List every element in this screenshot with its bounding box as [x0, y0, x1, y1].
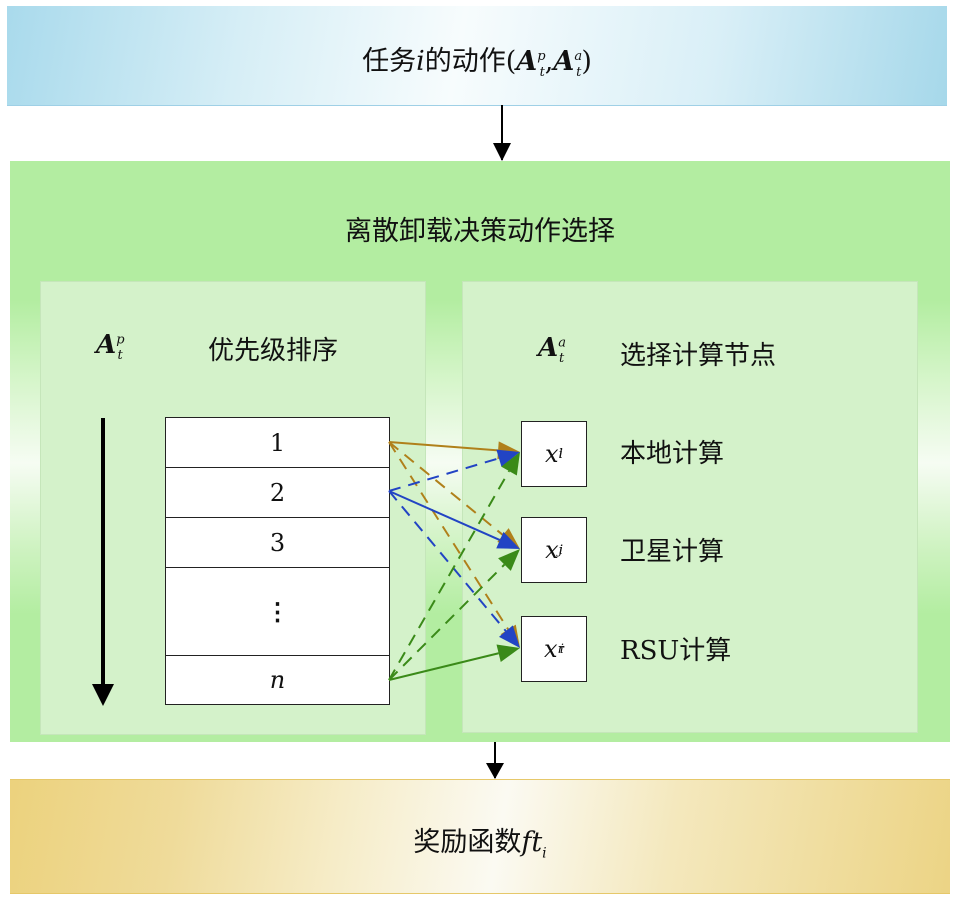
priority-heading: 优先级排序	[208, 336, 339, 366]
node-action-symbol: Aat	[538, 333, 566, 367]
priority-list: 1 2 3 ⋮ n	[165, 417, 390, 705]
list-item-ellipsis: ⋮	[166, 567, 389, 655]
symbol-sub: t	[558, 351, 565, 367]
list-item: 3	[166, 517, 389, 567]
task-index-var: i	[416, 46, 425, 77]
symbol-sup: a	[558, 335, 566, 351]
list-item: 1	[269, 428, 286, 457]
task1-to-node-2-dashed	[388, 441, 510, 630]
reward-function-box: 奖励函数fti	[10, 779, 950, 894]
reward-text: 奖励函数	[413, 827, 522, 858]
taskn-to-node-2-solid	[388, 652, 499, 681]
action-priority-symbol: A	[516, 46, 538, 77]
offload-decision-title: 离散卸载决策动作选择	[345, 216, 615, 247]
assignment-arrows	[388, 441, 520, 681]
task-action-box: 任务i的动作(Apt,Aat)	[7, 6, 947, 106]
node-sub: i	[559, 641, 564, 657]
node-rsu-label: RSU计算	[620, 636, 732, 666]
flow-arrow-top-head	[493, 143, 511, 161]
action-node-symbol: A	[553, 46, 575, 77]
node-sup: r	[557, 641, 564, 657]
task-label-mid: 的动作(	[424, 46, 517, 77]
list-item: n	[166, 655, 389, 704]
priority-order-arrow-head	[92, 684, 114, 706]
sup-p: p	[537, 49, 546, 64]
node-sub: i	[558, 446, 563, 462]
priority-action-symbol: Apt	[96, 330, 125, 364]
taskn-to-node-0-dashed	[388, 470, 510, 681]
taskn-to-node-0-arrowhead	[501, 452, 520, 476]
taskn-to-node-1-dashed	[388, 563, 506, 681]
reward-math: ft	[521, 827, 543, 858]
task-action-label: 任务i的动作(Apt,Aat)	[7, 39, 947, 80]
close-paren: )	[581, 46, 592, 77]
task1-to-node-0-solid	[388, 441, 499, 452]
task2-to-node-1-solid	[388, 490, 501, 542]
task2-to-node-2-arrowhead	[498, 625, 520, 648]
node-var: x	[545, 440, 559, 468]
comma: ,	[544, 46, 554, 77]
symbol-A: A	[538, 333, 559, 363]
task2-to-node-2-dashed	[388, 490, 507, 632]
node-selection-heading: 选择计算节点	[620, 341, 777, 371]
node-var: x	[544, 635, 558, 663]
taskn-to-node-1-arrowhead	[498, 549, 520, 571]
node-var: x	[545, 536, 559, 564]
reward-sub: i	[542, 845, 547, 862]
task2-to-node-1-arrowhead	[496, 531, 520, 549]
symbol-sup: p	[116, 332, 125, 348]
sub-t: t	[539, 65, 545, 81]
taskn-to-node-2-arrowhead	[496, 644, 520, 662]
list-item: 2	[166, 467, 389, 517]
task1-to-node-1-dashed	[388, 441, 504, 536]
symbol-sub: t	[117, 348, 123, 364]
symbol-A: A	[96, 330, 117, 360]
node-satellite-label: 卫星计算	[620, 537, 725, 567]
node-sup: j	[558, 542, 563, 558]
task2-to-node-0-arrowhead	[496, 449, 520, 467]
reward-function-label: 奖励函数fti	[10, 820, 950, 861]
sub-t-2: t	[576, 65, 582, 81]
node-sub: i	[558, 542, 563, 558]
node-local-label: 本地计算	[620, 439, 725, 469]
flow-arrow-bottom-head	[486, 763, 504, 779]
node-sup: l	[558, 446, 563, 462]
task-label-prefix: 任务	[362, 46, 417, 77]
sup-a: a	[574, 49, 583, 64]
